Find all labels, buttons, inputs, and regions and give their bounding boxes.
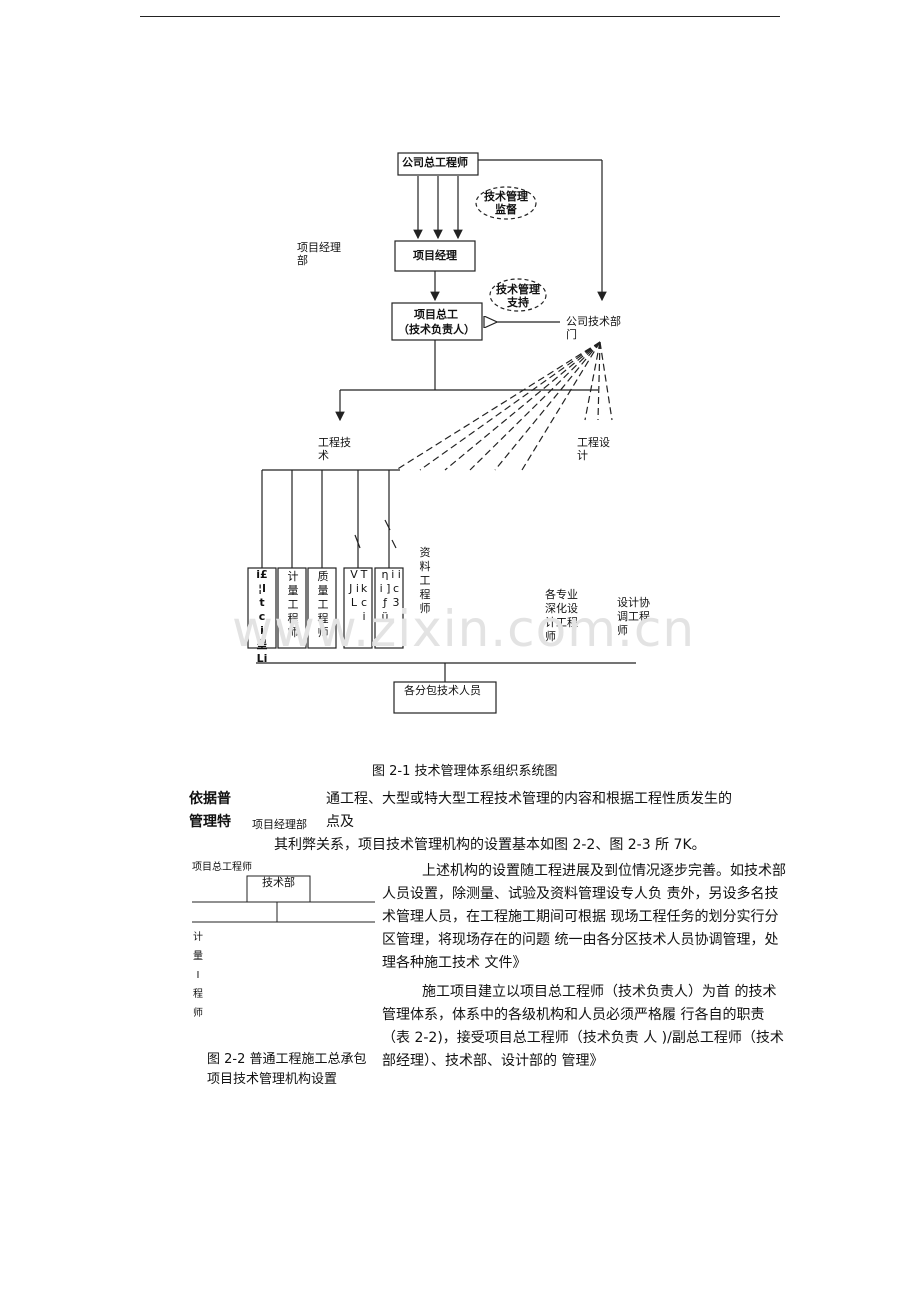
small-diagram-tech-dept: 技术部	[262, 876, 295, 889]
tech-support-label: 技术管理 支持	[496, 283, 540, 309]
column-1-text: i£ ¦lt c i呈 Li	[256, 568, 268, 665]
eng-design-label: 工程设计	[577, 436, 610, 462]
figure-2-1-caption: 图 2-1 技术管理体系组织系统图	[372, 764, 558, 779]
small-diagram-top-label: 项目总工程师	[192, 862, 252, 873]
company-tech-dept: 公司技术部门	[566, 315, 621, 341]
eng-tech-label: 工程技术	[318, 436, 351, 462]
intro-line2-small: 项目经理部	[252, 818, 307, 831]
org-chart-lines	[247, 152, 636, 714]
intro-line2-a: 管理特	[189, 814, 231, 830]
project-chief-sub: （技术负责人）	[398, 323, 475, 336]
intro-line2-b: 点及	[326, 814, 354, 830]
tech-supervision-label: 技术管理 监督	[484, 190, 528, 216]
company-chief-engineer: 公司总工程师	[402, 156, 468, 169]
specialty-engineer: 各专业深化设计工程师	[545, 588, 578, 643]
intro-line1-b: 通工程、大型或特大型工程技术管理的内容和根据工程性质发生的	[326, 791, 732, 807]
column-4-text: V J i L	[349, 568, 359, 609]
top-rule	[140, 16, 780, 17]
paragraph-2: 施工项目建立以项目总工程师（技术负责人）为首 的技术管理体系，体系中的各级机构和…	[382, 984, 784, 1069]
design-coord-engineer: 设计协调工程师	[617, 596, 650, 637]
column-5-text: η i ] ƒ ü	[379, 568, 391, 623]
figure-2-2-caption: 图 2-2 普通工程施工总承包 项目技术管理机构设置	[207, 1052, 367, 1087]
column-4b-text: T k c i	[360, 568, 368, 623]
project-manager: 项目经理	[413, 249, 457, 262]
intro-line1-a: 依据普	[189, 791, 231, 807]
intro-line3: 其利弊关系，项目技术管理机构的设置基本如图 2-2、图 2-3 所 7K。	[274, 837, 706, 853]
project-chief: 项目总工	[414, 308, 458, 321]
watermark: www.zixin.com.cn	[232, 600, 696, 658]
column-2-metering-engineer: 计量工程师	[287, 570, 299, 639]
column-3-quality-engineer: 质量工程师	[317, 570, 329, 639]
paragraph-1: 上述机构的设置随工程进展及到位情况逐步完善。如技术部人员设置，除测量、试验及资料…	[382, 863, 786, 971]
small-diagram-vertical-label: 计量I程师	[193, 932, 203, 1019]
project-dept-label: 项目经理部	[297, 241, 341, 267]
column-5b-text: i i c 3	[391, 568, 401, 609]
data-engineer: 资料工程师	[419, 546, 431, 615]
subcontract-tech-staff: 各分包技术人员	[404, 684, 481, 697]
small-diagram-lines	[192, 875, 375, 923]
